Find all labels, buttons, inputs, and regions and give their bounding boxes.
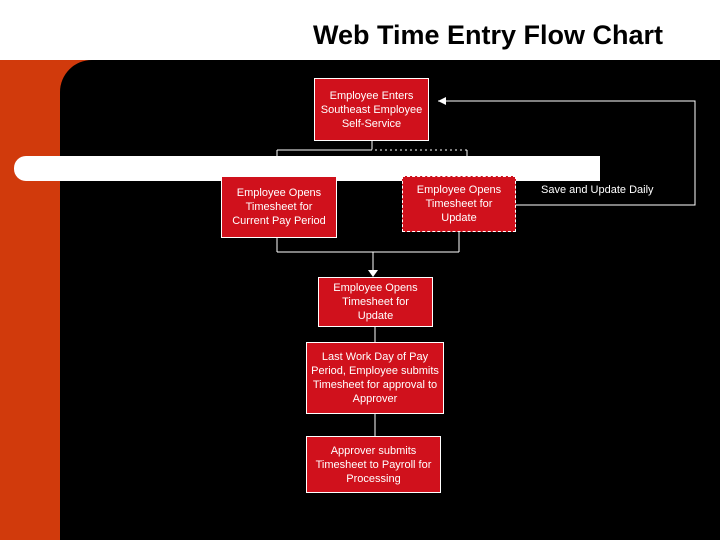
loop-label: Save and Update Daily bbox=[541, 184, 654, 196]
title-band bbox=[0, 0, 720, 60]
node-open-current-period: Employee Opens Timesheet for Current Pay… bbox=[221, 176, 337, 238]
node-open-for-update-right: Employee Opens Timesheet for Update bbox=[402, 176, 516, 232]
node-open-for-update-center: Employee Opens Timesheet for Update bbox=[318, 277, 433, 327]
node-enter-self-service: Employee Enters Southeast Employee Self-… bbox=[314, 78, 429, 141]
node-approver-submits: Approver submits Timesheet to Payroll fo… bbox=[306, 436, 441, 493]
node-last-work-day: Last Work Day of Pay Period, Employee su… bbox=[306, 342, 444, 414]
page-title: Web Time Entry Flow Chart bbox=[312, 20, 664, 50]
